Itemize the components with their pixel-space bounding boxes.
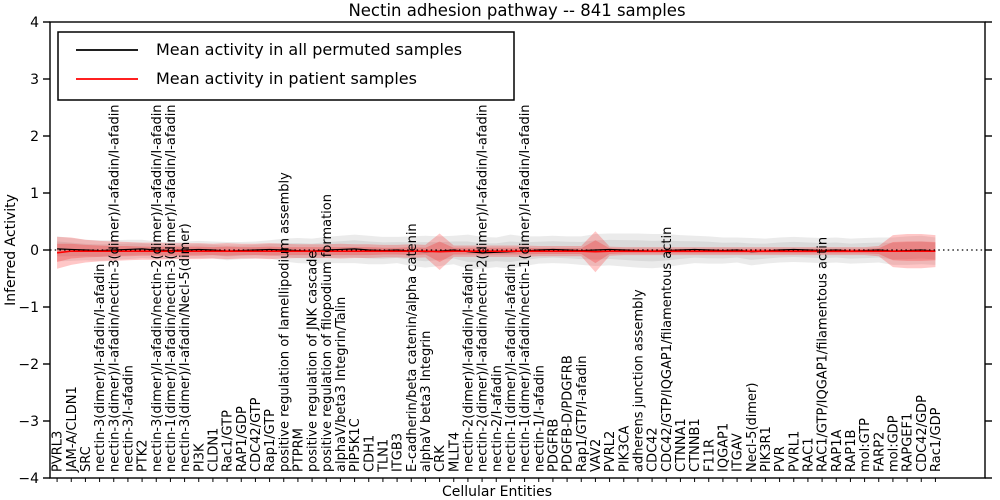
legend-box — [57, 31, 515, 101]
x-tick-label: CDC42/GTP/IQGAP1/filamentous actin — [660, 227, 675, 472]
x-tick-label: nectin-1(dimer)/I-afadin/nectin-3(dimer)… — [164, 104, 179, 472]
x-tick-label: VAV2 — [589, 439, 604, 472]
x-tick-label: RAP1A — [830, 429, 845, 472]
x-tick-label: RAP1/GDP — [235, 406, 250, 472]
x-tick-label: CRK — [433, 445, 448, 472]
x-tick-label: CDC42/GDP — [915, 395, 930, 472]
x-tick-label: alphaV beta3 Integrin — [419, 331, 434, 472]
x-tick-label: Rac1/GDP — [929, 407, 944, 472]
x-tick-label: CTNNB1 — [688, 418, 703, 472]
x-tick-label: MLLT4 — [447, 432, 462, 472]
x-tick-label: CDC42 — [646, 427, 661, 472]
x-tick-label: PIK3CA — [617, 425, 632, 472]
x-tick-label: nectin-2(dimer)/I-afadin/nectin-2(dimer)… — [476, 104, 491, 472]
x-tick-label: Rap1/GTP/I-afadin — [575, 355, 590, 472]
x-tick-label: TLN1 — [376, 439, 391, 473]
x-tick-label: nectin-3(dimer)/I-afadin/nectin-3(dimer)… — [107, 104, 122, 472]
x-tick-label: nectin-2/I-afadin — [490, 365, 505, 472]
y-tick-label: 4 — [30, 15, 39, 31]
axes-frame — [49, 21, 986, 479]
legend: Mean activity in all permuted samples Me… — [57, 31, 515, 101]
x-tick-label: nectin-3/I-afadin — [121, 365, 136, 472]
x-tick-label: nectin-1(dimer)/I-afadin/nectin-1(dimer)… — [518, 104, 533, 472]
x-tick-label: PTPRM — [291, 428, 306, 472]
legend-label-permuted: Mean activity in all permuted samples — [156, 40, 462, 59]
x-tick-label: PDGFRB — [546, 419, 561, 472]
x-tick-label: SRC — [79, 446, 94, 472]
x-tick-label: PVRL2 — [603, 431, 618, 472]
x-tick-label: IQGAP1 — [716, 423, 731, 472]
x-tick-label: ITGB3 — [391, 433, 406, 472]
x-tick-label: adherens junction assembly — [631, 289, 646, 472]
x-tick-label: positive regulation of JNK cascade — [306, 251, 321, 472]
x-tick-label: RAP1B — [844, 430, 859, 472]
x-tick-label: positive regulation of lamellipodium ass… — [277, 172, 292, 472]
legend-label-patient: Mean activity in patient samples — [156, 69, 417, 88]
x-tick-label: PIP5K1C — [348, 418, 363, 472]
y-tick-label: −2 — [18, 357, 39, 373]
x-tick-label: RAC1 — [801, 437, 816, 472]
x-tick-label: nectin-1(dimer)/I-afadin/I-afadin — [504, 264, 519, 472]
x-tick-label: nectin-3(dimer)/I-afadin/I-afadin — [93, 264, 108, 472]
x-tick-label: PVR — [773, 446, 788, 472]
y-axis-label: Inferred Activity — [3, 194, 19, 306]
x-tick-label: Rap1/GTP — [263, 409, 278, 472]
x-tick-label: PVRL3 — [51, 431, 66, 472]
y-tick-label: 0 — [30, 243, 39, 259]
x-tick-label: FARP2 — [872, 432, 887, 472]
x-tick-label: PIK3R1 — [759, 426, 774, 472]
x-tick-label: PI3K — [192, 443, 207, 472]
patient-mean-line — [56, 250, 936, 254]
x-tick-label: Necl-5(dimer) — [745, 383, 760, 472]
x-tick-label: alphaV/beta3 Integrin/Talin — [334, 297, 349, 472]
y-tick-label: 3 — [30, 72, 39, 88]
x-tick-label: mol:GTP — [858, 418, 873, 472]
x-tick-label: nectin-1/I-afadin — [532, 365, 547, 472]
x-tick-label: ITGAV — [731, 433, 746, 472]
x-axis-label: Cellular Entities — [442, 484, 552, 500]
x-tick-label: CTNNA1 — [674, 418, 689, 472]
x-tick-label: JAM-A/CLDN1 — [65, 386, 80, 473]
x-tick-label: positive regulation of filopodium format… — [320, 194, 335, 472]
x-tick-label: PTK2 — [136, 439, 151, 472]
x-tick-label: Rac1/GTP — [221, 410, 236, 472]
x-tick-label: nectin-2(dimer)/I-afadin/I-afadin — [461, 264, 476, 472]
y-tick-label: 1 — [30, 186, 39, 202]
x-tick-label: E-cadherin/beta catenin/alpha catenin — [405, 223, 420, 472]
x-tick-label: nectin-3(dimer)/I-afadin/nectin-2(dimer)… — [150, 104, 165, 472]
y-tick-label: −3 — [18, 414, 39, 430]
y-tick-label: −4 — [18, 471, 39, 487]
y-tick-label: −1 — [18, 300, 39, 316]
x-tick-label: mol:GDP — [886, 415, 901, 472]
x-tick-label: RAPGEF1 — [901, 413, 916, 472]
x-tick-label: RAC1/GTP/IQGAP1/filamentous actin — [816, 237, 831, 472]
x-tick-label: nectin-3(dimer)/I-afadin/Necl-5(dimer) — [178, 223, 193, 472]
y-tick-label: 2 — [30, 129, 39, 145]
x-tick-label: PVRL1 — [787, 431, 802, 472]
x-tick-label: CDH1 — [362, 435, 377, 472]
x-tick-label: PDGFB-D/PDGFRB — [561, 355, 576, 472]
chart-title: Nectin adhesion pathway -- 841 samples — [348, 1, 685, 20]
x-tick-label: F11R — [702, 439, 717, 472]
x-tick-label: CLDN1 — [206, 428, 221, 472]
x-tick-label: CDC42/GTP — [249, 397, 264, 472]
